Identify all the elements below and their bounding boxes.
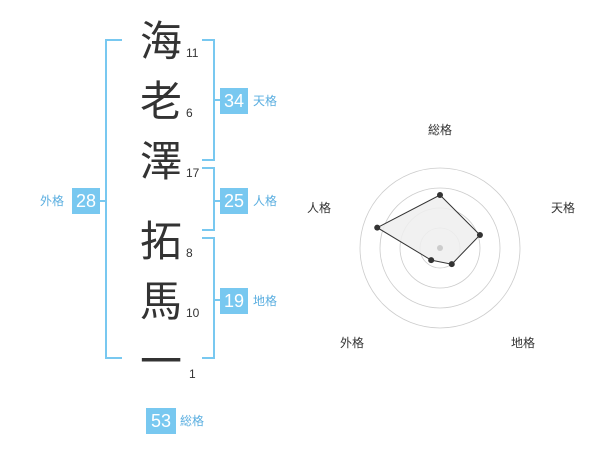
radar-axis-label-gaikaku: 外格 [340, 336, 365, 350]
stroke-count-1: 11 [186, 46, 199, 60]
radar-data-polygon [376, 194, 481, 265]
name-char-1: 海 [139, 17, 182, 66]
tenkaku-value-badge: 34 [220, 88, 248, 114]
chikaku-bracket [202, 237, 215, 359]
gaikaku-label: 外格 [40, 194, 65, 208]
stroke-count-3: 17 [186, 166, 200, 180]
gaikaku-value-badge: 28 [72, 188, 100, 214]
jinkaku-bracket [202, 167, 215, 231]
name-char-6: 一 [139, 337, 182, 386]
radar-point-2 [476, 232, 483, 239]
jinkaku-value-badge: 25 [220, 188, 248, 214]
stroke-count-6: 1 [189, 367, 196, 381]
name-char-3: 澤 [139, 137, 182, 186]
stroke-count-5: 10 [186, 306, 200, 320]
name-char-2: 老 [139, 77, 182, 126]
radar-center-dot [437, 245, 443, 251]
name-char-4: 拓 [139, 217, 182, 266]
jinkaku-label: 人格 [253, 194, 278, 208]
name-char-5: 馬 [139, 277, 182, 326]
radar-axis-label-tenkaku: 天格 [551, 201, 576, 215]
gaikaku-bracket [105, 39, 122, 359]
radar-axis-label-jinkaku: 人格 [307, 201, 332, 215]
radar-axis-label-soukaku: 総格 [428, 123, 453, 137]
chikaku-label: 地格 [253, 294, 278, 308]
stroke-count-2: 6 [186, 106, 193, 120]
radar-point-1 [437, 192, 443, 198]
radar-axis-label-chikaku: 地格 [511, 336, 536, 350]
chikaku-value-badge: 19 [220, 288, 248, 314]
radar-point-4 [428, 257, 435, 264]
radar-grid-ring [359, 167, 521, 329]
soukaku-label: 総格 [180, 414, 205, 428]
stroke-count-4: 8 [186, 246, 193, 260]
tenkaku-label: 天格 [253, 94, 278, 108]
soukaku-value-badge: 53 [146, 408, 176, 434]
radar-grid-ring [379, 187, 501, 309]
radar-point-3 [448, 261, 455, 268]
radar-point-5 [374, 224, 381, 231]
